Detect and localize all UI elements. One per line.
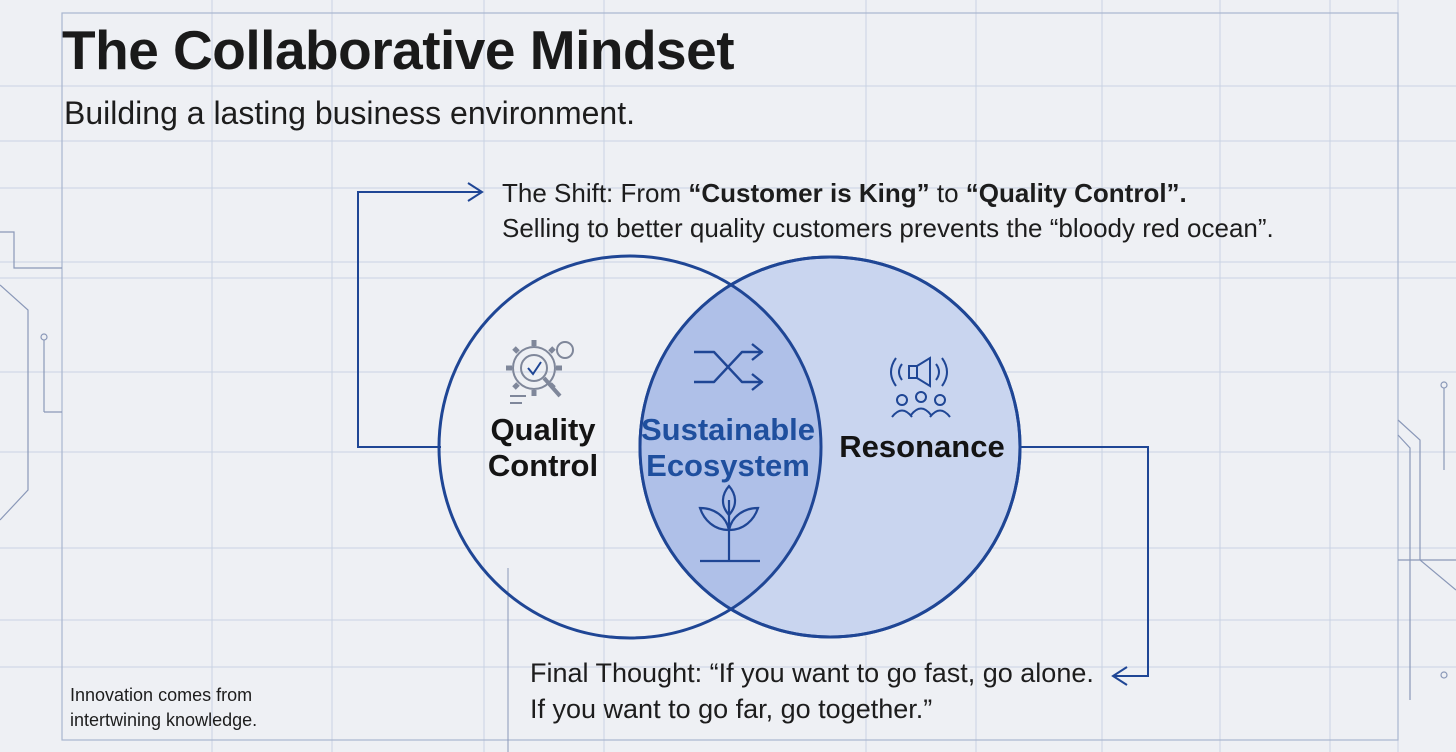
megaphone-people-icon (890, 356, 951, 418)
content-frame (61, 12, 1399, 741)
venn-label-resonance: Resonance (839, 429, 1005, 464)
shift-to: “Quality Control”. (965, 178, 1187, 208)
shift-line-1: The Shift: From “Customer is King” to “Q… (502, 176, 1274, 211)
venn-circle-right-outline (638, 255, 1022, 639)
venn-label-sustainable-ecosystem: Sustainable Ecosystem (641, 412, 815, 484)
footnote: Innovation comes from intertwining knowl… (70, 683, 257, 733)
ecosystem-line-1: Sustainable (641, 412, 815, 447)
shift-callout: The Shift: From “Customer is King” to “Q… (502, 176, 1274, 246)
venn-label-quality-control: Quality Control (488, 412, 598, 484)
shuffle-arrows-icon (694, 343, 764, 391)
final-thought-line-2: If you want to go far, go together.” (530, 694, 933, 724)
circuit-decoration-right (1397, 381, 1456, 700)
venn-circle-left (437, 254, 823, 640)
final-thought: Final Thought: “If you want to go fast, … (530, 655, 1094, 727)
final-connector-arrow (1018, 446, 1149, 686)
page-title: The Collaborative Mindset (62, 19, 735, 81)
footnote-line-1: Innovation comes from (70, 685, 253, 705)
venn-intersection (640, 257, 821, 637)
shift-line-2: Selling to better quality customers prev… (502, 213, 1274, 243)
final-thought-line-1: Final Thought: “If you want to go fast, … (530, 658, 1094, 688)
shift-connector-arrow (357, 182, 484, 448)
sprout-icon (698, 484, 760, 563)
circuit-decoration-left (0, 231, 62, 521)
footnote-line-2: intertwining knowledge. (70, 710, 258, 730)
quality-control-line-1: Quality (490, 412, 596, 447)
ecosystem-line-2: Ecosystem (646, 448, 810, 483)
quality-control-line-2: Control (487, 448, 599, 483)
shift-prefix: The Shift: From (502, 178, 689, 208)
gear-magnifier-icon (506, 340, 574, 404)
shift-middle: to (929, 178, 966, 208)
shift-from: “Customer is King” (688, 178, 930, 208)
page-subtitle: Building a lasting business environment. (64, 95, 635, 131)
